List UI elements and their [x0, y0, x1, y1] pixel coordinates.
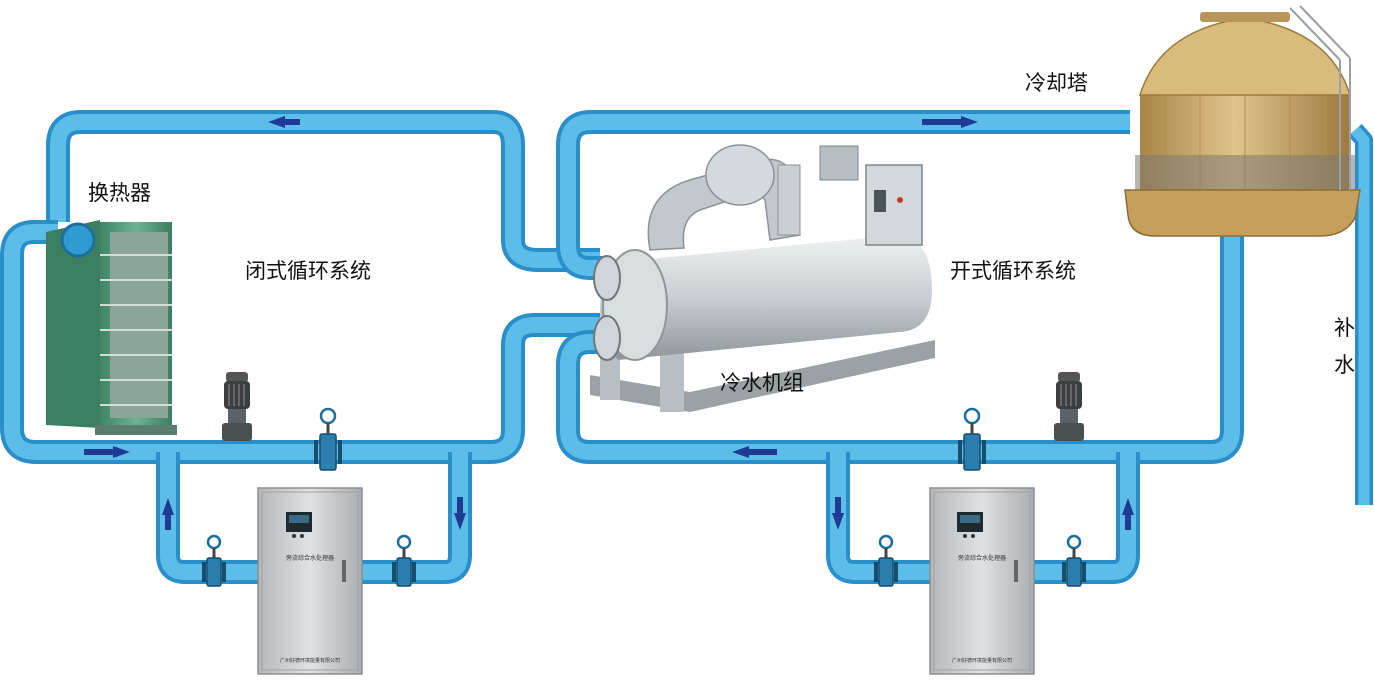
- cooling-tower-label: 冷却塔: [1025, 71, 1088, 95]
- gate-valve-icon: [202, 534, 226, 587]
- water-treatment-cabinet: 旁流综合水处理器 广州好德环境能量有限公司: [257, 487, 363, 675]
- flow-arrow-icon: [268, 116, 300, 128]
- open-loop-pipes: [556, 110, 1244, 584]
- chiller-unit: [590, 144, 935, 412]
- makeup-water-label-1: 补: [1334, 316, 1355, 340]
- gate-valve-icon: [874, 534, 898, 587]
- closed-loop-label: 闭式循环系统: [245, 259, 371, 283]
- flow-arrow-icon: [832, 497, 844, 530]
- flow-arrow-icon: [1122, 498, 1134, 530]
- flow-arrow-icon: [162, 498, 174, 530]
- diagram-labels: 换热器 闭式循环系统 冷水机组 冷却塔 开式循环系统 补 水: [88, 71, 1355, 395]
- heat-exchanger-label: 换热器: [88, 181, 151, 205]
- open-loop-label: 开式循环系统: [950, 259, 1076, 283]
- cabinet-label: 旁流综合水处理器: [286, 554, 334, 562]
- valves: [202, 407, 1086, 587]
- gate-valve-icon: [314, 407, 342, 471]
- flow-arrow-icon: [922, 116, 978, 128]
- pump-icon: [1054, 372, 1084, 441]
- flow-arrows: [84, 116, 1134, 530]
- heat-exchanger: [46, 220, 177, 435]
- cabinet-maker-label: 广州好德环境能量有限公司: [952, 657, 1012, 664]
- flow-arrow-icon: [732, 446, 777, 458]
- water-treatment-cabinet: 旁流综合水处理器 广州好德环境能量有限公司: [929, 487, 1035, 675]
- flow-arrow-icon: [454, 497, 466, 530]
- makeup-water-pipe: [1348, 123, 1373, 505]
- chiller-label: 冷水机组: [720, 371, 804, 395]
- gate-valve-icon: [1062, 534, 1086, 587]
- makeup-water-label-2: 水: [1334, 353, 1355, 377]
- gate-valve-icon: [392, 534, 416, 587]
- cooling-tower: [1124, 5, 1361, 237]
- cabinet-label: 旁流综合水处理器: [958, 554, 1006, 562]
- cabinet-maker-label: 广州好德环境能量有限公司: [280, 657, 340, 664]
- pump-icon: [222, 372, 252, 441]
- flow-arrow-icon: [84, 446, 130, 458]
- gate-valve-icon: [958, 407, 986, 471]
